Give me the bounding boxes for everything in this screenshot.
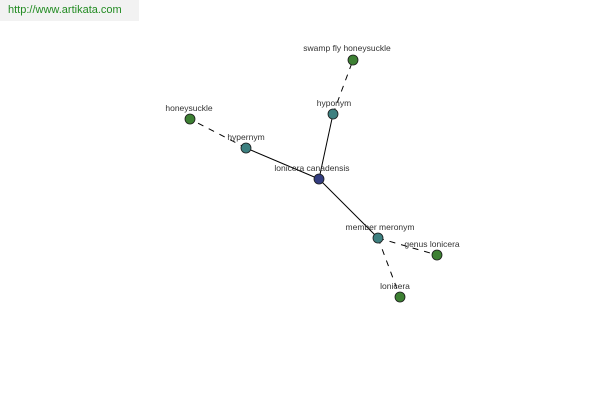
node-label-honeysuckle[interactable]: honeysuckle xyxy=(165,103,213,113)
url-banner[interactable]: http://www.artikata.com xyxy=(0,0,139,21)
node-center[interactable] xyxy=(313,173,325,185)
node-swamp-fly-honeysuckle[interactable] xyxy=(347,54,359,66)
node-member-meronym[interactable] xyxy=(372,232,384,244)
edge-member-meronym-to-genus-lonicera xyxy=(377,237,438,256)
node-lonicera[interactable] xyxy=(394,291,406,303)
node-label-member-meronym[interactable]: member meronym xyxy=(346,222,415,232)
node-hypernym[interactable] xyxy=(240,142,252,154)
edge-center-to-hyponym xyxy=(318,113,334,180)
node-label-swamp-fly-honeysuckle[interactable]: swamp fly honeysuckle xyxy=(303,43,391,53)
node-genus-lonicera[interactable] xyxy=(431,249,443,261)
nodes-layer xyxy=(184,54,443,303)
edge-hyponym-to-swamp-fly-honeysuckle xyxy=(332,59,354,115)
node-label-hyponym[interactable]: hyponym xyxy=(317,98,352,108)
edge-center-to-hypernym xyxy=(245,147,320,180)
node-label-lonicera[interactable]: lonicera xyxy=(380,281,410,291)
node-label-genus-lonicera[interactable]: genus lonicera xyxy=(404,239,460,249)
edge-member-meronym-to-lonicera xyxy=(377,237,401,298)
labels-layer: lonicera canadensis hyponym hypernym member… xyxy=(165,43,460,291)
node-hyponym[interactable] xyxy=(327,108,339,120)
node-honeysuckle[interactable] xyxy=(184,113,196,125)
edge-center-to-member-meronym xyxy=(318,178,379,239)
node-label-center[interactable]: lonicera canadensis xyxy=(274,163,349,173)
node-label-hypernym[interactable]: hypernym xyxy=(227,132,264,142)
edge-hypernym-to-honeysuckle xyxy=(189,118,247,149)
edges-layer xyxy=(189,59,438,298)
